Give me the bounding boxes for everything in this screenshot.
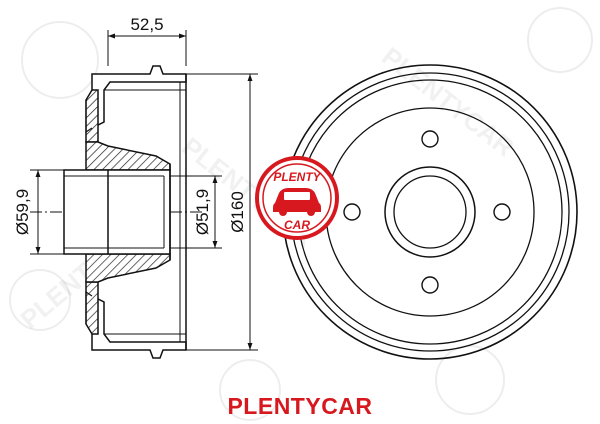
hub-bore-circle: [393, 175, 467, 249]
hub-outer-circle: [384, 166, 476, 258]
top-outer-wall: [91, 65, 187, 130]
background-watermark: [9, 7, 593, 421]
dimension-lines: [30, 30, 258, 351]
logo-text-top: PLENTY: [273, 170, 321, 184]
car-emblem-icon: [255, 156, 339, 240]
top-flange-hatch: [85, 89, 99, 143]
bottom-hub-web-hatch: [85, 253, 171, 283]
dimension-drum-diameter: Ø160: [228, 191, 247, 233]
brand-caption: PLENTYCAR: [227, 393, 373, 419]
bottom-outer-wall: [91, 294, 187, 359]
watermark-text-2: PLENTYCAR: [376, 41, 520, 163]
bolt-hole-bottom: [421, 276, 439, 294]
dimension-hub-inner-diameter: Ø51,9: [193, 189, 212, 235]
hub-block: [63, 169, 171, 255]
drum-rim-ring-2: [297, 79, 563, 345]
bolt-hole-right: [493, 203, 511, 221]
bolt-hole-top: [421, 130, 439, 148]
logo-text-bottom: CAR: [284, 218, 310, 232]
bolt-hole-left: [343, 203, 361, 221]
bottom-flange-hatch: [85, 281, 99, 335]
top-hub-web-hatch: [85, 141, 171, 171]
dimension-hub-outer-diameter: Ø59,9: [13, 189, 32, 235]
dimension-hub-depth: 52,5: [130, 15, 163, 34]
drum-section-view: [30, 65, 205, 359]
